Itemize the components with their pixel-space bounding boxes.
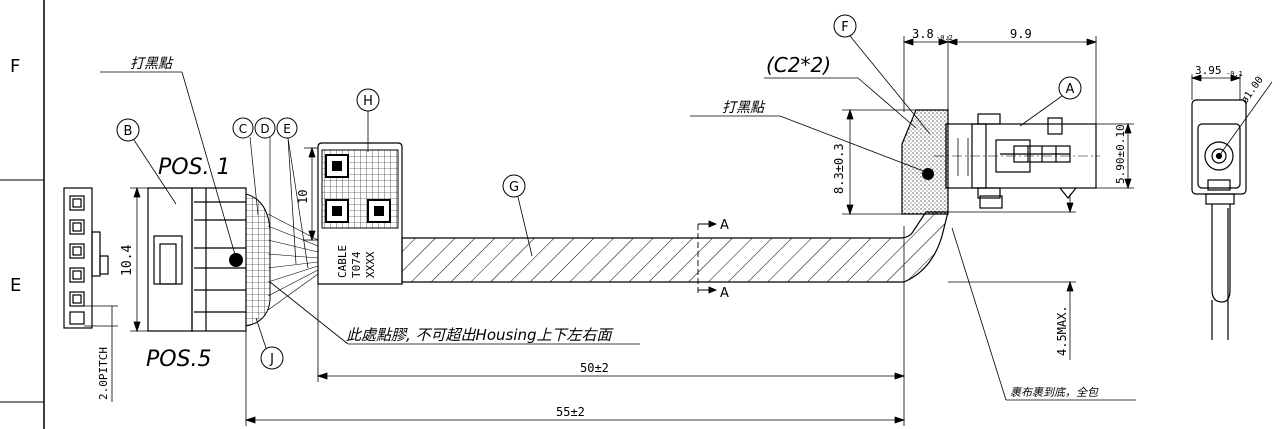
label-text-line3: XXXX [364, 251, 377, 278]
length-dimension-50 [316, 284, 906, 382]
width-395-tolerance: -0.1 [1226, 70, 1243, 78]
balloon-e: E [276, 117, 298, 139]
right-connector [945, 113, 1097, 209]
overmold-block [901, 109, 949, 215]
housing-side-view [147, 187, 247, 332]
balloon-d: D [254, 117, 276, 139]
cable-label [317, 142, 403, 285]
black-dot-note-left: 打黑點 [100, 56, 237, 259]
svg-text:J: J [269, 352, 274, 367]
top-width-dimensions [902, 36, 1098, 124]
housing-end-view [63, 187, 109, 329]
max-45-label: 4.5MAX. [1055, 305, 1069, 356]
wrap-note: 裹布裹到底，全包 [951, 227, 1136, 401]
pos5-label: POS.5 [146, 347, 212, 372]
balloon-g: G [502, 174, 533, 257]
pitch-label: 2.0PITCH [97, 347, 110, 400]
black-dot-note-right: 打黑點 [690, 100, 927, 173]
svg-text:此處點膠, 不可超出Housing上下左右面: 此處點膠, 不可超出Housing上下左右面 [346, 326, 615, 344]
svg-text:H: H [363, 94, 373, 109]
label-text-line2: T074 [350, 251, 363, 278]
zone-label-f: F [10, 56, 20, 77]
width-38-label: 3.8 [912, 27, 934, 41]
housing-height-dimension [130, 186, 148, 333]
section-a-marker [697, 220, 718, 296]
glue-note: 此處點膠, 不可超出Housing上下左右面 [269, 281, 640, 345]
width-395-label: 3.95 [1195, 64, 1222, 77]
connector-end-view [1191, 99, 1247, 340]
balloon-c: C [232, 117, 254, 139]
zone-label-e: E [10, 275, 21, 296]
section-label-top: A [720, 218, 729, 233]
individual-wires [267, 213, 319, 311]
end-view-dimensions [1190, 74, 1273, 157]
balloon-f: F [833, 14, 931, 135]
svg-text:(C2*2): (C2*2) [766, 53, 831, 77]
balloon-b: B [116, 118, 177, 205]
label-text-line1: CABLE [336, 245, 349, 278]
black-dot-marker-right [922, 168, 934, 180]
length-label-50: 50±2 [580, 361, 609, 375]
length-label-55: 55±2 [556, 405, 585, 419]
svg-text:F: F [841, 20, 848, 35]
pos1-label: POS. 1 [158, 155, 231, 180]
length-dimension-55 [244, 226, 906, 426]
wire-crimp-bundle [245, 193, 271, 327]
width-99-label: 9.9 [1010, 27, 1032, 41]
width-38-tolerance: -0.2 [936, 34, 953, 42]
svg-text:D: D [260, 122, 269, 136]
chamfer-note: (C2*2) [764, 53, 917, 129]
section-label-bottom: A [720, 286, 729, 301]
balloon-a: A [1019, 76, 1082, 127]
svg-text:裹布裹到底，全包: 裹布裹到底，全包 [1010, 386, 1099, 399]
label-offset-dimension [304, 146, 318, 242]
drawing-frame [0, 0, 45, 429]
svg-text:C: C [239, 122, 247, 136]
flat-cable-hatched [401, 211, 949, 283]
svg-text:A: A [1066, 82, 1075, 97]
balloon-h: H [356, 88, 380, 152]
height-83-label: 8.3±0.3 [832, 143, 846, 194]
svg-text:E: E [283, 122, 291, 136]
label-offset-value: 10 [296, 190, 310, 204]
housing-height-label: 10.4 [120, 245, 135, 276]
balloon-j: J [255, 317, 284, 370]
pitch-dimension [84, 305, 118, 402]
svg-text:打黑點: 打黑點 [130, 56, 174, 72]
black-dot-marker-left [229, 253, 243, 267]
svg-text:打黑點: 打黑點 [722, 100, 766, 116]
height-dimensions-right [842, 108, 1134, 360]
cde-leader-lines [249, 136, 309, 269]
svg-text:G: G [509, 180, 519, 195]
diameter-label: ø1.00 [1239, 75, 1265, 106]
height-59-label: 5.90±0.10 [1114, 124, 1127, 184]
svg-text:B: B [124, 124, 133, 139]
